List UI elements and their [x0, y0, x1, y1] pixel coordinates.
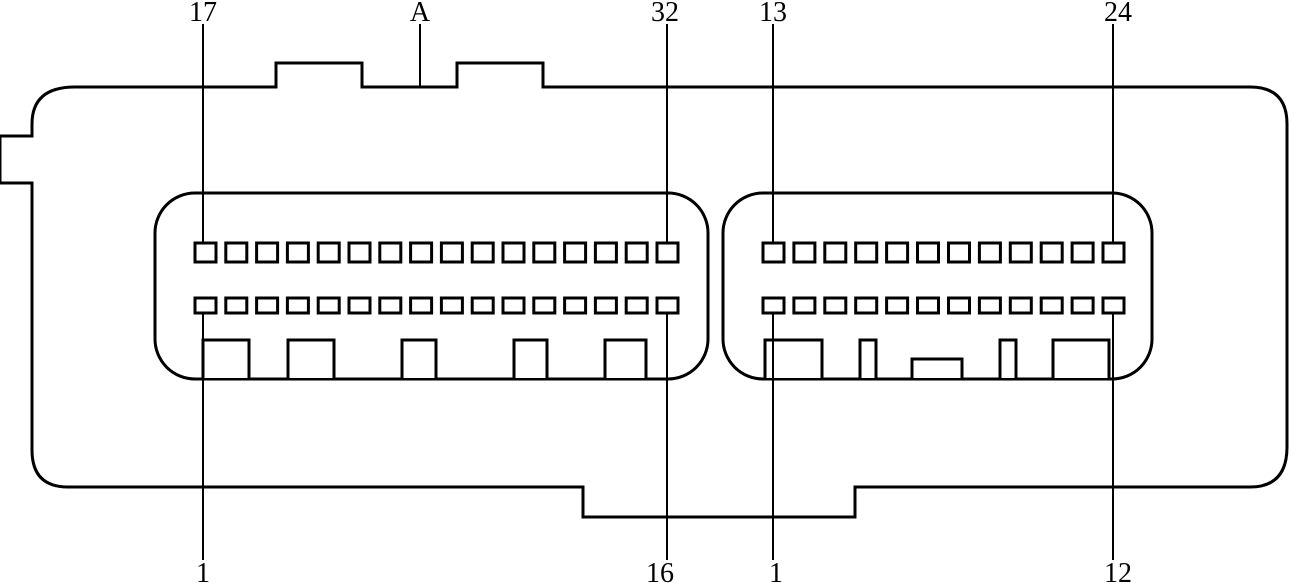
right-key-3: [910, 357, 964, 378]
right-bottom-pin-5: [885, 296, 910, 315]
right-bottom-pin-1: [761, 296, 786, 315]
right-top-pin-16: [854, 241, 879, 264]
left-top-pin-27: [501, 241, 526, 264]
right-top-pin-18: [916, 241, 940, 264]
left-key-4: [512, 338, 549, 378]
left-top-pin-row: [193, 241, 680, 264]
left-top-pin-22: [347, 241, 372, 264]
left-bottom-pin-16: [655, 296, 680, 315]
right-bottom-pin-11: [1070, 296, 1095, 315]
connector-housing: [0, 61, 1289, 519]
right-bottom-pin-2: [792, 296, 817, 315]
right-key-4: [998, 338, 1018, 378]
right-bottom-pin-4: [854, 296, 879, 315]
right-top-pin-13: [761, 241, 786, 264]
label-right-top-end: 24: [1104, 0, 1132, 28]
right-bottom-pin-12: [1101, 296, 1126, 315]
left-key-1: [201, 338, 251, 378]
left-key-2: [286, 338, 336, 378]
right-pin-block: [721, 191, 1154, 381]
right-key-5: [1051, 338, 1111, 378]
left-top-pin-21: [316, 241, 341, 264]
left-bottom-pin-15: [624, 296, 649, 315]
label-left-bottom-start: 1: [196, 558, 210, 583]
label-left-bottom-end: 16: [646, 558, 674, 583]
right-bottom-pin-3: [823, 296, 848, 315]
label-left-top-end: 32: [651, 0, 679, 28]
right-top-pin-20: [977, 241, 1002, 264]
left-bottom-pin-2: [224, 296, 249, 315]
right-top-pin-row: [761, 241, 1126, 264]
left-bottom-pin-10: [470, 296, 495, 315]
right-bottom-pin-8: [977, 296, 1002, 315]
right-top-pin-17: [885, 241, 910, 264]
left-bottom-pin-4: [285, 296, 310, 315]
right-key-2: [858, 338, 878, 378]
left-top-pin-24: [409, 241, 434, 264]
left-top-pin-23: [378, 241, 403, 264]
right-top-pin-14: [792, 241, 817, 264]
left-bottom-pin-13: [563, 296, 588, 315]
left-key-5: [603, 338, 648, 378]
left-bottom-pin-3: [255, 296, 280, 315]
left-pin-block: [153, 191, 710, 381]
right-bottom-pin-7: [947, 296, 971, 315]
left-bottom-pin-6: [347, 296, 372, 315]
left-bottom-pin-8: [409, 296, 434, 315]
right-top-pin-23: [1070, 241, 1095, 264]
right-bottom-pin-row: [761, 296, 1126, 315]
left-top-pin-19: [255, 241, 280, 264]
left-top-pin-28: [532, 241, 557, 264]
left-top-pin-29: [563, 241, 588, 264]
left-top-pin-17: [193, 241, 218, 264]
left-top-pin-20: [285, 241, 310, 264]
left-bottom-pin-row: [193, 296, 680, 315]
label-connector-name: A: [410, 0, 431, 28]
right-top-pin-21: [1008, 241, 1033, 264]
left-top-pin-25: [439, 241, 464, 264]
left-bottom-pin-7: [378, 296, 403, 315]
label-right-bottom-start: 1: [769, 558, 783, 583]
left-bottom-pin-11: [501, 296, 526, 315]
left-bottom-pin-1: [193, 296, 218, 315]
left-top-pin-31: [624, 241, 649, 264]
right-top-pin-22: [1039, 241, 1064, 264]
left-top-pin-26: [470, 241, 495, 264]
label-right-top-start: 13: [759, 0, 787, 28]
right-bottom-pin-6: [916, 296, 940, 315]
left-top-pin-18: [224, 241, 249, 264]
left-bottom-pin-14: [593, 296, 618, 315]
right-top-pin-24: [1101, 241, 1126, 264]
right-key-1: [763, 338, 824, 378]
right-top-pin-19: [947, 241, 971, 264]
label-left-top-start: 17: [189, 0, 217, 28]
left-top-pin-30: [593, 241, 618, 264]
right-top-pin-15: [823, 241, 848, 264]
left-key-3: [400, 338, 438, 378]
right-bottom-pin-10: [1039, 296, 1064, 315]
right-bottom-pin-9: [1008, 296, 1033, 315]
label-right-bottom-end: 12: [1104, 558, 1132, 583]
left-bottom-pin-9: [439, 296, 464, 315]
left-bottom-pin-12: [532, 296, 557, 315]
left-top-pin-32: [655, 241, 680, 264]
left-bottom-pin-5: [316, 296, 341, 315]
